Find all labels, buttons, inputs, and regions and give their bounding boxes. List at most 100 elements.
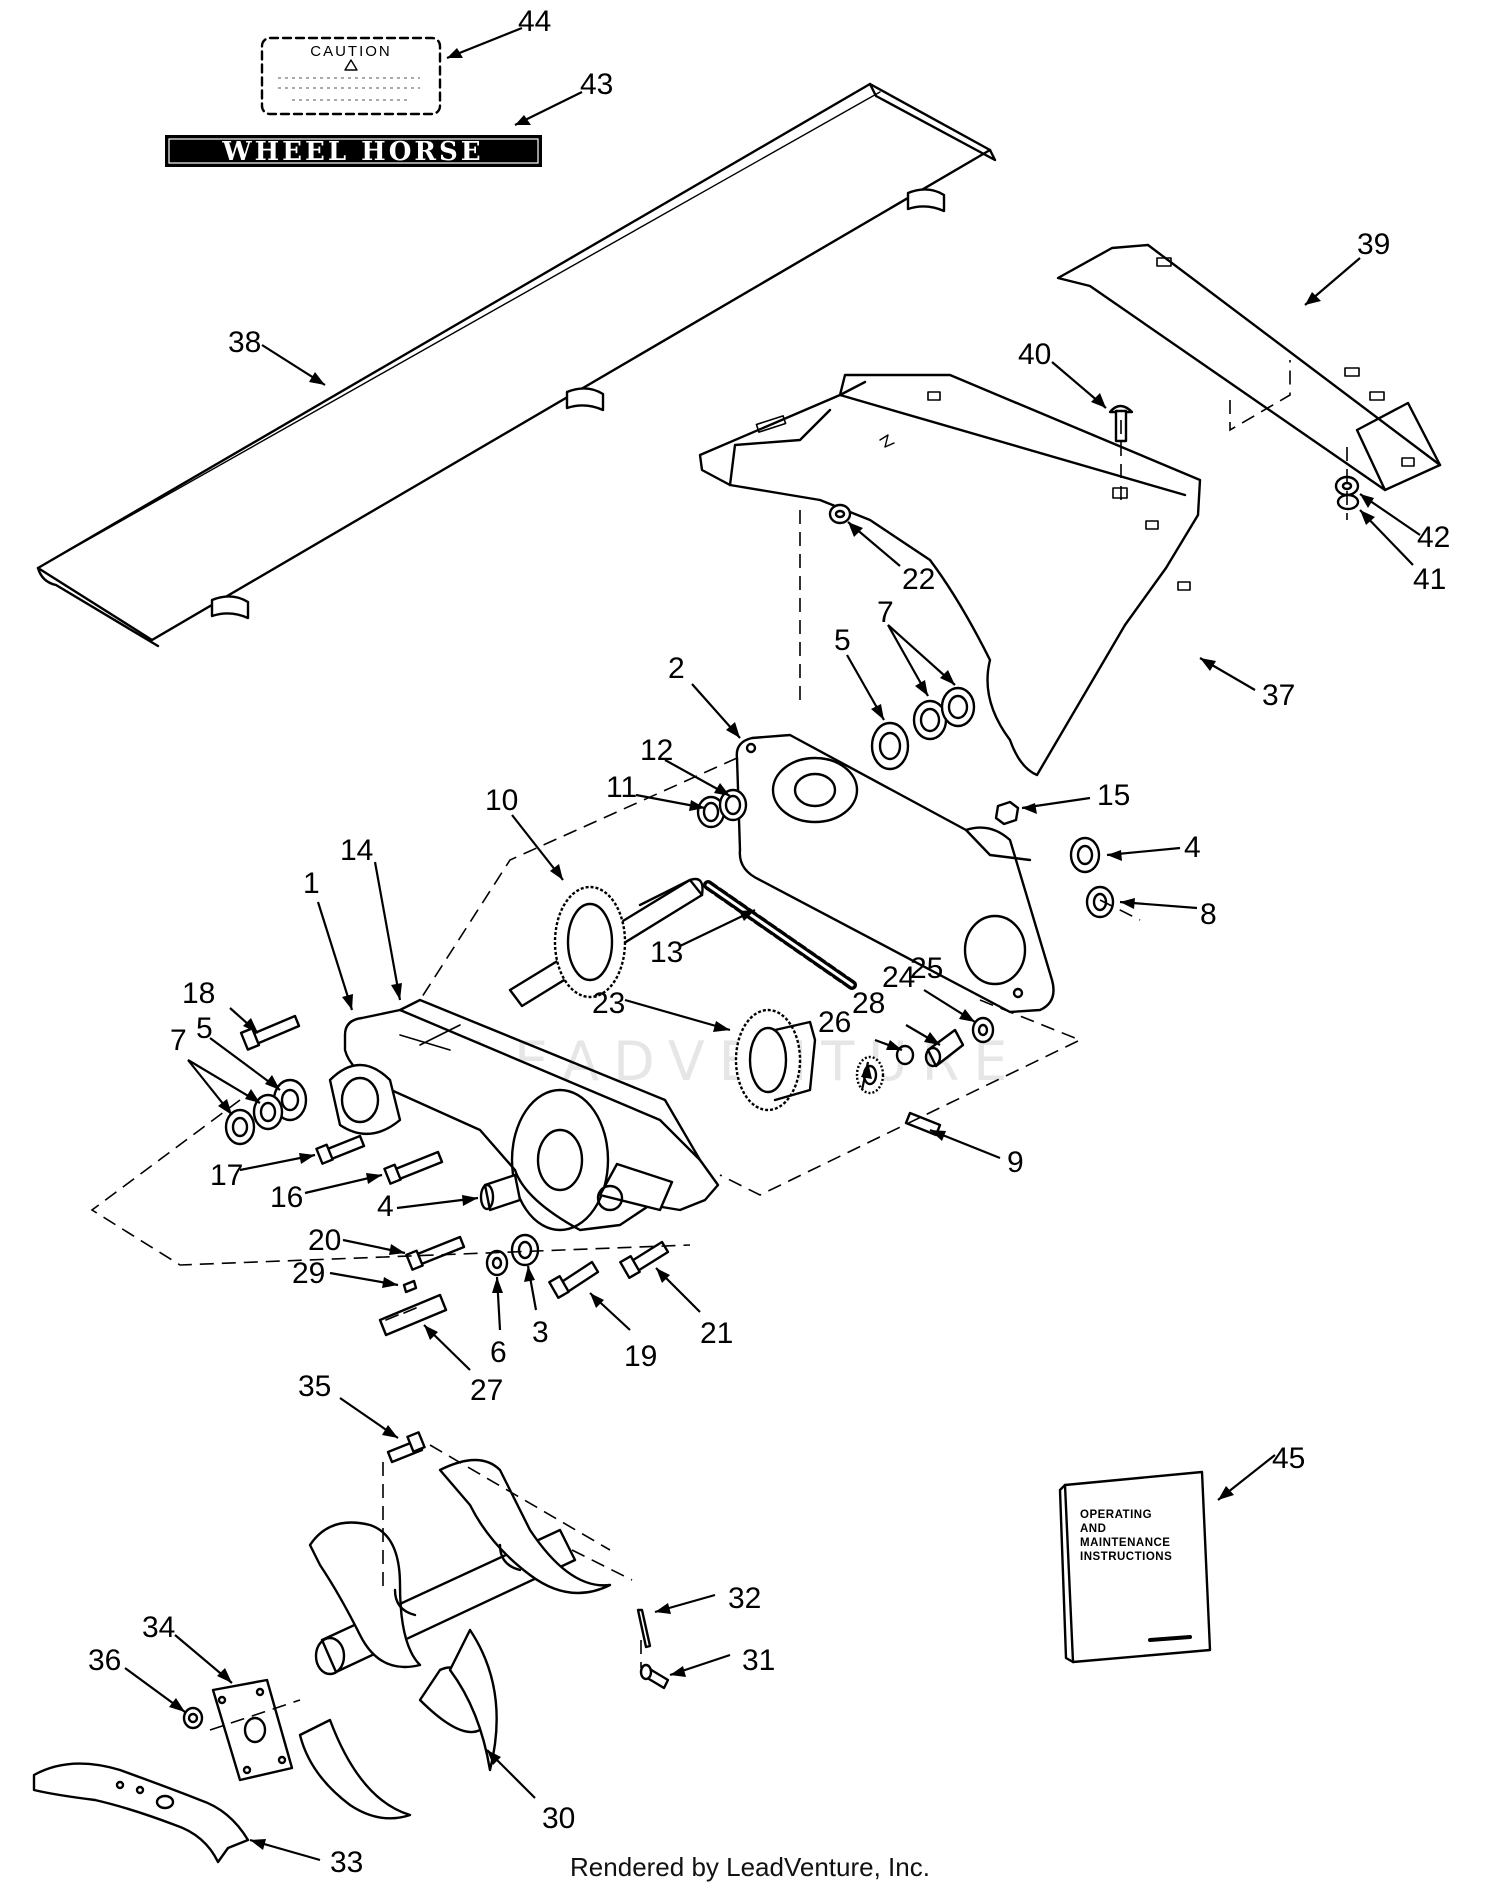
footer-credit: Rendered by LeadVenture, Inc. (570, 1852, 930, 1882)
pipe-plug (994, 800, 1020, 826)
tine-blade (32, 1762, 250, 1864)
callout-23: 23 (592, 987, 625, 1020)
callout-44: 44 (518, 5, 551, 38)
hex-bolt-18 (239, 1014, 301, 1051)
spacer-tube (924, 1028, 965, 1068)
callout-39: 39 (1357, 228, 1390, 261)
callout-17: 17 (210, 1159, 243, 1192)
callout-6: 6 (490, 1336, 507, 1369)
chain-case-left-half (328, 998, 720, 1232)
tine-assembly (298, 1458, 612, 1820)
callout-40: 40 (1018, 338, 1051, 371)
hex-bolt-17 (315, 1134, 366, 1165)
callout-19: 19 (624, 1340, 657, 1373)
callout-26: 26 (818, 1006, 851, 1039)
callout-45: 45 (1272, 1442, 1305, 1475)
callout-32: 32 (728, 1582, 761, 1615)
bushing-right (1069, 836, 1101, 874)
manual-line-3: MAINTENANCE (1080, 1537, 1170, 1549)
callout-18: 18 (182, 977, 215, 1010)
callout-14: 14 (340, 834, 373, 867)
oil-seal-lower-2 (224, 1108, 256, 1146)
chain-guard-shield (698, 373, 1202, 777)
callout-10: 10 (485, 784, 518, 817)
callout-42: 42 (1417, 521, 1450, 554)
callout-3: 3 (532, 1316, 549, 1349)
woodruff-key (402, 1279, 418, 1294)
callout-30: 30 (542, 1802, 575, 1835)
callout-22: 22 (902, 563, 935, 596)
callout-24: 24 (882, 961, 915, 994)
tine-bolt (386, 1431, 426, 1464)
callout-25: 25 (910, 952, 943, 985)
operator-manual: OPERATING AND MAINTENANCE INSTRUCTIONS (1058, 1470, 1212, 1664)
retaining-ring (696, 795, 726, 829)
callout-11: 11 (606, 771, 637, 804)
callout-35: 35 (298, 1370, 331, 1403)
callout-36: 36 (88, 1644, 121, 1677)
callout-13: 13 (650, 936, 683, 969)
drive-chain (703, 880, 857, 990)
callout-28: 28 (852, 987, 885, 1020)
callout-5-lower: 5 (196, 1012, 213, 1045)
upper-shaft-sprocket (508, 877, 704, 1008)
needle-bearing-right (1085, 885, 1115, 919)
callout-2: 2 (668, 652, 685, 685)
flat-washer-right (971, 1016, 995, 1044)
callout-12: 12 (640, 734, 673, 767)
lock-nut (182, 1706, 204, 1730)
callout-29: 29 (292, 1257, 325, 1290)
callout-4-right: 4 (1184, 831, 1201, 864)
callout-7-lower: 7 (170, 1024, 187, 1057)
callout-15: 15 (1097, 779, 1130, 812)
callout-leaders (124, 26, 1421, 1862)
chain-case-right-half (735, 733, 1055, 1014)
callout-27: 27 (470, 1374, 503, 1407)
callout-38: 38 (228, 326, 261, 359)
deflector-shield (36, 82, 997, 648)
manual-line-2: AND (1080, 1523, 1106, 1535)
hex-bolt-16 (383, 1150, 444, 1185)
callout-41: 41 (1413, 563, 1446, 596)
callout-20: 20 (308, 1224, 341, 1257)
brand-decal: WHEEL HORSE (165, 135, 542, 167)
flat-washer-left (485, 1249, 509, 1277)
hex-bolt-21 (619, 1240, 670, 1279)
bushing-left (479, 1173, 522, 1212)
mounting-plate (211, 1678, 294, 1782)
callout-7-upper: 7 (877, 596, 894, 629)
caution-decal: CAUTION (260, 36, 442, 116)
caution-decal-text: CAUTION (310, 43, 392, 60)
clevis-pin (639, 1663, 670, 1690)
callout-16: 16 (270, 1181, 303, 1214)
callout-33: 33 (330, 1846, 363, 1879)
callout-4-left: 4 (377, 1190, 394, 1223)
oil-seal-upper-2 (940, 686, 976, 728)
shield-bracket (1056, 243, 1442, 492)
assembly-dashed-lines (90, 360, 1348, 1731)
callout-21: 21 (700, 1317, 733, 1350)
manual-line-1: OPERATING (1080, 1509, 1152, 1521)
oil-seal-lower-1 (252, 1093, 284, 1131)
output-gear-shaft (734, 1008, 817, 1112)
needle-bearing-left (510, 1233, 540, 1267)
hex-bolt-20 (405, 1235, 466, 1271)
callout-31: 31 (742, 1644, 775, 1677)
roller-bearing-upper (870, 721, 910, 771)
hex-bolt-19 (548, 1260, 600, 1299)
lock-washer (1336, 493, 1360, 511)
thrust-washer (718, 788, 748, 822)
callout-1: 1 (303, 867, 320, 900)
manual-line-4: INSTRUCTIONS (1080, 1551, 1172, 1563)
flange-nut (828, 503, 852, 525)
hairpin-cotter (636, 1608, 652, 1649)
callout-43: 43 (580, 68, 613, 101)
callout-9: 9 (1007, 1146, 1024, 1179)
callout-numbers: 44 43 39 38 40 42 41 22 37 2 5 7 12 15 1… (88, 5, 1450, 1879)
callout-8: 8 (1200, 898, 1217, 931)
drive-shaft (378, 1293, 448, 1337)
callout-5-upper: 5 (834, 624, 851, 657)
callout-34: 34 (142, 1611, 175, 1644)
brand-decal-text: WHEEL HORSE (221, 137, 483, 167)
